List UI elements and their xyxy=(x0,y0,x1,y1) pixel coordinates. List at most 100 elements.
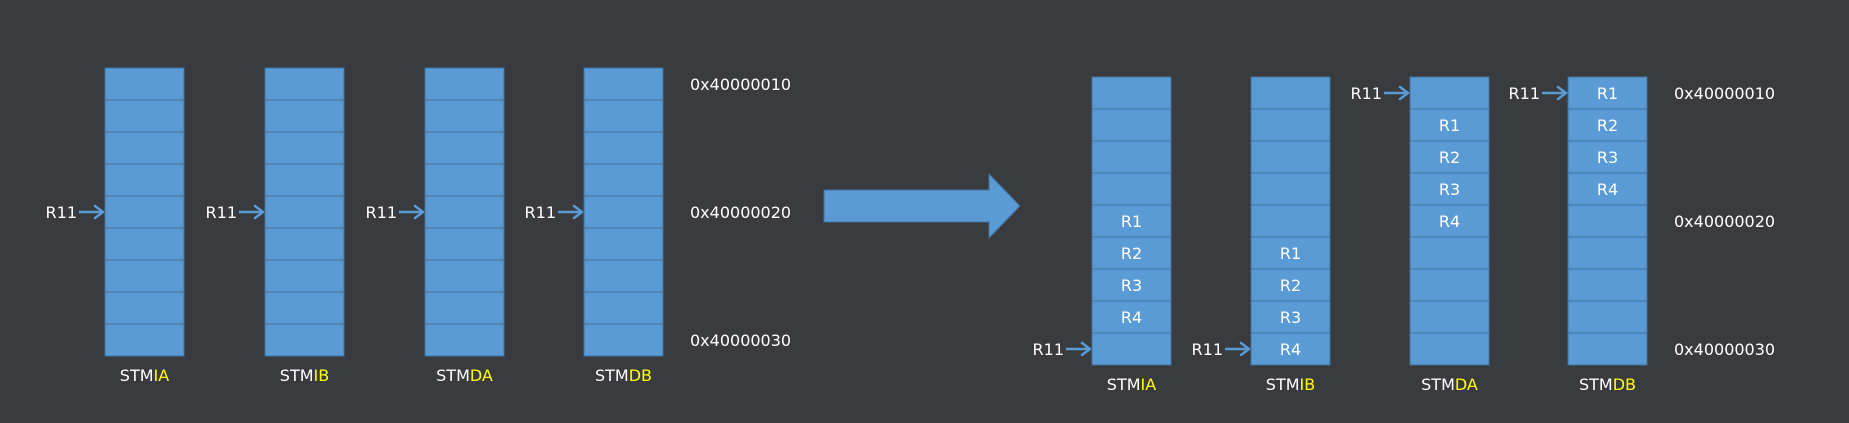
memory-cell xyxy=(104,195,185,229)
memory-cell xyxy=(104,259,185,293)
pointer-label: R11 xyxy=(366,203,397,222)
memory-cell xyxy=(264,67,345,101)
address-label: 0x40000010 xyxy=(1674,84,1775,103)
address-label: 0x40000030 xyxy=(690,331,791,350)
arrow-right-icon xyxy=(413,204,425,220)
register-label: R1 xyxy=(1439,116,1460,135)
register-label: R3 xyxy=(1439,180,1460,199)
caption-prefix: STM xyxy=(1421,375,1455,394)
arrow-right-icon xyxy=(1398,85,1410,101)
address-label: 0x40000010 xyxy=(690,75,791,94)
arrow-right-icon xyxy=(1239,341,1251,357)
memory-cell xyxy=(1409,140,1490,174)
memory-cell xyxy=(1567,140,1648,174)
stack-mode-caption: STMIB xyxy=(1266,375,1315,394)
memory-cell xyxy=(1567,204,1648,238)
register-label: R1 xyxy=(1597,84,1618,103)
register-label: R4 xyxy=(1280,340,1301,359)
memory-cell xyxy=(1250,172,1331,206)
stack-mode-caption: STMDB xyxy=(595,366,652,385)
r11-pointer: R11 xyxy=(46,203,105,222)
memory-cell xyxy=(583,291,664,325)
memory-cell xyxy=(1409,172,1490,206)
caption-mode: DA xyxy=(1455,375,1478,394)
caption-mode: IA xyxy=(1141,375,1157,394)
r11-pointer: R11 xyxy=(1033,340,1092,359)
memory-cell xyxy=(1091,300,1172,334)
memory-cell xyxy=(1250,300,1331,334)
arrow-right-icon xyxy=(1080,341,1092,357)
register-label: R3 xyxy=(1121,276,1142,295)
r11-pointer: R11 xyxy=(206,203,265,222)
big-right-arrow-icon xyxy=(823,172,1021,240)
register-label: R4 xyxy=(1439,212,1460,231)
stack-mode-caption: STMIA xyxy=(120,366,169,385)
caption-mode: IB xyxy=(314,366,330,385)
memory-cell xyxy=(1091,108,1172,142)
memory-cell xyxy=(104,67,185,101)
caption-mode: IA xyxy=(154,366,170,385)
address-label: 0x40000020 xyxy=(690,203,791,222)
memory-cell xyxy=(1250,236,1331,270)
arrow-right-icon xyxy=(572,204,584,220)
r11-pointer: R11 xyxy=(1509,84,1568,103)
memory-cell xyxy=(583,131,664,165)
pointer-label: R11 xyxy=(206,203,237,222)
memory-cell xyxy=(1409,76,1490,110)
pointer-label: R11 xyxy=(1033,340,1064,359)
memory-cell xyxy=(1091,204,1172,238)
memory-cell xyxy=(583,99,664,133)
memory-cell xyxy=(1567,236,1648,270)
register-label: R3 xyxy=(1280,308,1301,327)
memory-cell xyxy=(1091,140,1172,174)
memory-cell xyxy=(104,323,185,357)
before-stack-ib: STMIB xyxy=(264,67,345,385)
caption-mode: IB xyxy=(1300,375,1316,394)
address-label: 0x40000020 xyxy=(1674,212,1775,231)
memory-cell xyxy=(1409,204,1490,238)
memory-cell xyxy=(264,163,345,197)
memory-cell xyxy=(1409,332,1490,366)
caption-prefix: STM xyxy=(280,366,314,385)
memory-cell xyxy=(1250,268,1331,302)
pointer-label: R11 xyxy=(525,203,556,222)
memory-cell xyxy=(1567,332,1648,366)
address-label: 0x40000030 xyxy=(1674,340,1775,359)
memory-cell xyxy=(1250,76,1331,110)
r11-pointer: R11 xyxy=(1192,340,1251,359)
memory-cell xyxy=(104,131,185,165)
memory-cell xyxy=(1250,108,1331,142)
arrow-right-icon xyxy=(253,204,265,220)
memory-cell xyxy=(1409,300,1490,334)
register-label: R2 xyxy=(1439,148,1460,167)
memory-cell xyxy=(264,227,345,261)
arrow-right-icon xyxy=(1556,85,1568,101)
register-label: R3 xyxy=(1597,148,1618,167)
register-label: R4 xyxy=(1121,308,1142,327)
r11-pointer: R11 xyxy=(366,203,425,222)
stack-mode-caption: STMIA xyxy=(1107,375,1156,394)
memory-cell xyxy=(264,259,345,293)
memory-cell xyxy=(424,259,505,293)
register-label: R2 xyxy=(1121,244,1142,263)
caption-prefix: STM xyxy=(120,366,154,385)
memory-cell xyxy=(424,195,505,229)
caption-prefix: STM xyxy=(1107,375,1141,394)
memory-cell xyxy=(424,227,505,261)
pointer-label: R11 xyxy=(1351,84,1382,103)
register-label: R1 xyxy=(1280,244,1301,263)
memory-cell xyxy=(583,259,664,293)
memory-cell xyxy=(424,67,505,101)
stack-mode-caption: STMDA xyxy=(1421,375,1478,394)
register-label: R1 xyxy=(1121,212,1142,231)
stack-mode-caption: STMDA xyxy=(436,366,493,385)
memory-cell xyxy=(424,323,505,357)
memory-cell xyxy=(104,227,185,261)
pointer-label: R11 xyxy=(1192,340,1223,359)
memory-cell xyxy=(1091,268,1172,302)
caption-mode: DA xyxy=(470,366,493,385)
